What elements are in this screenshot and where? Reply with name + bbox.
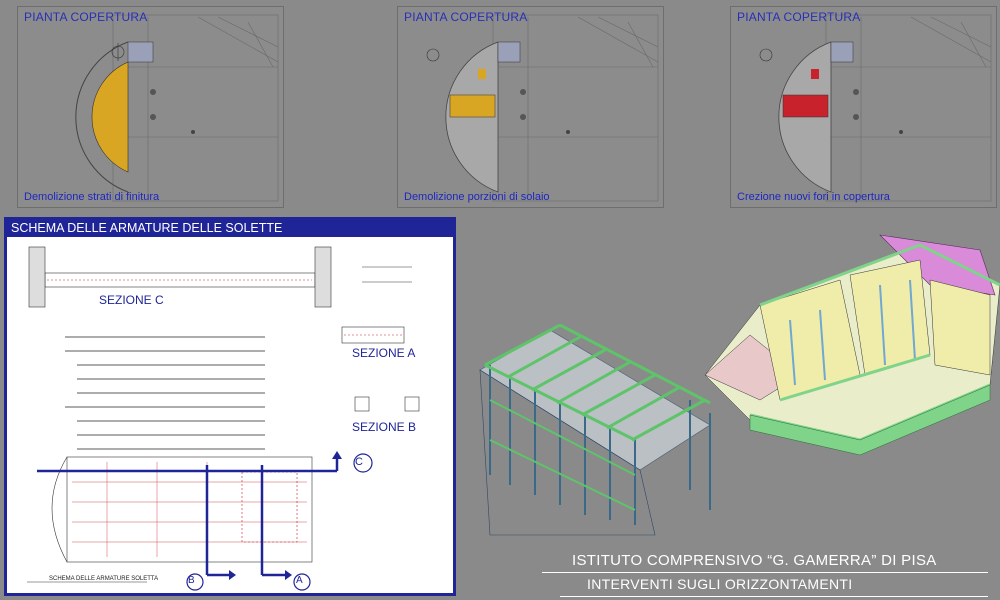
marker-c-label: C: [355, 456, 363, 468]
section-b-label: SEZIONE B: [352, 420, 417, 434]
panel-title: PIANTA COPERTURA: [404, 10, 528, 24]
plan-panel-finishing: PIANTA COPERTURA Demolizione strati di f…: [17, 6, 284, 208]
project-subtitle: INTERVENTI SUGLI ORIZZONTAMENTI: [587, 576, 853, 592]
plan-panel-new-openings: PIANTA COPERTURA Crezione nuovi fori in …: [730, 6, 997, 208]
panel-caption: Demolizione strati di finitura: [24, 191, 160, 203]
footer-divider: [542, 572, 988, 573]
section-c-label: SEZIONE C: [99, 293, 164, 307]
reinforcement-drawing: [27, 246, 420, 591]
schema-header: SCHEMA DELLE ARMATURE DELLE SOLETTE: [7, 220, 453, 237]
plan-panel-slab-demolition: PIANTA COPERTURA Demolizione porzioni di…: [397, 6, 664, 208]
structural-3d-models: [479, 234, 1000, 536]
roof-plan-drawing: [75, 14, 279, 202]
panel-title: PIANTA COPERTURA: [737, 10, 861, 24]
roof-plan-drawing: [426, 14, 659, 202]
reinforcement-schema-sheet: SCHEMA DELLE ARMATURE DELLE SOLETTE: [4, 217, 456, 596]
panel-caption: Demolizione porzioni di solaio: [404, 191, 550, 203]
plan-caption: SCHEMA DELLE ARMATURE SOLETTA: [49, 576, 159, 582]
footer-divider: [560, 596, 988, 597]
marker-a-label: A: [296, 575, 303, 586]
panel-caption: Crezione nuovi fori in copertura: [737, 191, 890, 203]
roof-plan-drawing: [759, 14, 992, 202]
section-a-label: SEZIONE A: [352, 346, 416, 360]
marker-b-label: B: [188, 575, 195, 586]
project-title: ISTITUTO COMPRENSIVO “G. GAMERRA” DI PIS…: [572, 552, 937, 569]
panel-title: PIANTA COPERTURA: [24, 10, 148, 24]
